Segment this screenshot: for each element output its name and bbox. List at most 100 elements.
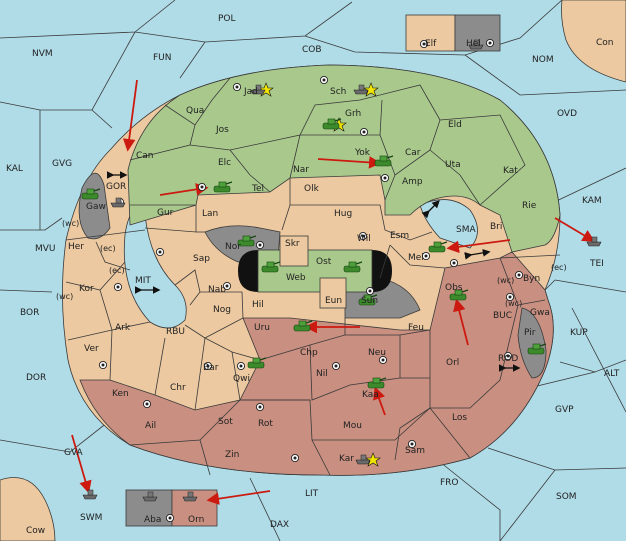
land-label-elc: Elc (218, 158, 231, 168)
land-label-gaw: Gaw (86, 202, 106, 212)
land-label-web: Web (286, 273, 306, 283)
sea-label-nom: NOM (532, 55, 554, 65)
sea-label-gor: GOR (106, 182, 126, 192)
sea-labels: POL NVM FUN COB NOM OVD KAL GVG KAM MVU … (6, 14, 620, 530)
land-label-ken: Ken (112, 389, 129, 399)
land-eun[interactable] (319, 277, 347, 309)
sea-label-ovd: OVD (557, 109, 577, 119)
region-red (79, 251, 554, 476)
land-label-elf: Elf (425, 39, 437, 49)
land-elf[interactable] (405, 14, 456, 52)
land-label-uru: Uru (254, 323, 270, 333)
land-label-ark: Ark (115, 323, 131, 333)
land-label-sap: Sap (193, 254, 210, 264)
land-label-amp: Amp (402, 177, 423, 187)
land-label-orn: Orn (188, 515, 204, 525)
land-skr[interactable] (279, 235, 309, 267)
coast-marker: (wc) (505, 299, 522, 308)
land-label-sot: Sot (218, 417, 233, 427)
land-pir[interactable] (517, 307, 547, 379)
sea-label-rbu: RBU (166, 327, 185, 337)
sea-label-dax: DAX (270, 520, 289, 530)
sea-label-gva: GVA (64, 448, 84, 458)
land-label-jos: Jos (215, 125, 229, 135)
land-label-gwa: Gwa (530, 308, 550, 318)
land-label-sam: Sam (405, 446, 425, 456)
sea-label-dor: DOR (26, 373, 46, 383)
sea-label-buc: BUC (493, 311, 512, 321)
move-arrows (71, 79, 596, 505)
passage-markers (106, 171, 521, 372)
land-cow[interactable] (0, 477, 56, 541)
land-label-sun: Sun (361, 296, 378, 306)
inner-sea-sma (123, 210, 187, 329)
sea-label-lit: LIT (305, 489, 319, 499)
coast-marker: (ec) (100, 244, 116, 253)
land-label-bri: Bri (490, 222, 502, 232)
land-label-rie: Rie (522, 201, 537, 211)
land-label-qwi: Qwi (233, 374, 250, 384)
sea-label-nvm: NVM (32, 49, 53, 59)
sea-label-som: SOM (556, 492, 577, 502)
land-label-kor: Kor (79, 284, 94, 294)
land-label-grh: Grh (345, 109, 361, 119)
land-label-yok: Yok (354, 148, 371, 158)
coast-marker: (ec) (109, 266, 125, 275)
land-label-hel: Hel (466, 39, 481, 49)
coast-marker: (wc) (56, 292, 73, 301)
sea-label-mit: MIT (135, 276, 151, 286)
land-label-uta: Uta (445, 160, 461, 170)
land-label-los: Los (452, 413, 467, 423)
land-label-skr: Skr (285, 239, 300, 249)
land-label-cow: Cow (26, 526, 45, 536)
land-label-kat: Kat (503, 166, 518, 176)
land-label-nog: Nog (213, 305, 231, 315)
sea-label-cob: COB (302, 45, 322, 55)
sea-label-bor: BOR (20, 308, 39, 318)
land-label-hil: Hil (252, 300, 264, 310)
sea-label-alt: ALT (604, 369, 620, 379)
land-label-sch: Sch (330, 87, 346, 97)
land-label-nab: Nab (208, 285, 226, 295)
land-label-eun: Eun (325, 296, 342, 306)
land-labels: Jad Sch Qua Jos Grh Eld Can Elc Yok Car … (26, 38, 614, 536)
sea-label-gvg: GVG (52, 159, 72, 169)
land-label-wil: Wil (357, 234, 371, 244)
land-label-ver: Ver (84, 344, 99, 354)
land-label-chp: Chp (300, 348, 318, 358)
land-label-kar: Kar (339, 454, 354, 464)
land-label-bar: Bar (203, 363, 219, 373)
coast-marker: (wc) (497, 276, 514, 285)
land-label-mel: Mel (408, 253, 424, 263)
land-label-hug: Hug (334, 209, 352, 219)
sea-label-fun: FUN (153, 53, 172, 63)
land-label-byn: Byn (523, 274, 540, 284)
land-label-esm: Esm (390, 231, 409, 241)
land-label-feu: Feu (408, 323, 424, 333)
sea-label-rod: ROD (498, 354, 518, 364)
land-label-tel: Tel (251, 184, 264, 194)
land-label-gur: Gur (157, 208, 174, 218)
sea-label-kal: KAL (6, 164, 23, 174)
land-label-chr: Chr (170, 383, 186, 393)
land-label-pir: Pir (524, 328, 536, 338)
sea-label-gvp: GVP (555, 405, 574, 415)
land-label-olk: Olk (304, 184, 320, 194)
land-label-rot: Rot (258, 419, 273, 429)
land-label-eld: Eld (448, 120, 462, 130)
sea-label-sma: SMA (456, 225, 476, 235)
land-label-kaa: Kaa (362, 390, 379, 400)
land-label-jad: Jad (243, 87, 258, 97)
land-label-lan: Lan (202, 209, 218, 219)
land-label-her: Her (68, 242, 84, 252)
land-label-can: Can (136, 151, 154, 161)
province-borders (65, 77, 561, 476)
land-label-obs: Obs (445, 283, 463, 293)
land-con[interactable] (561, 0, 626, 83)
land-label-mou: Mou (343, 421, 362, 431)
land-label-nor: Nor (225, 242, 241, 252)
coast-marker: (ec) (551, 263, 567, 272)
land-label-nar: Nar (293, 165, 309, 175)
